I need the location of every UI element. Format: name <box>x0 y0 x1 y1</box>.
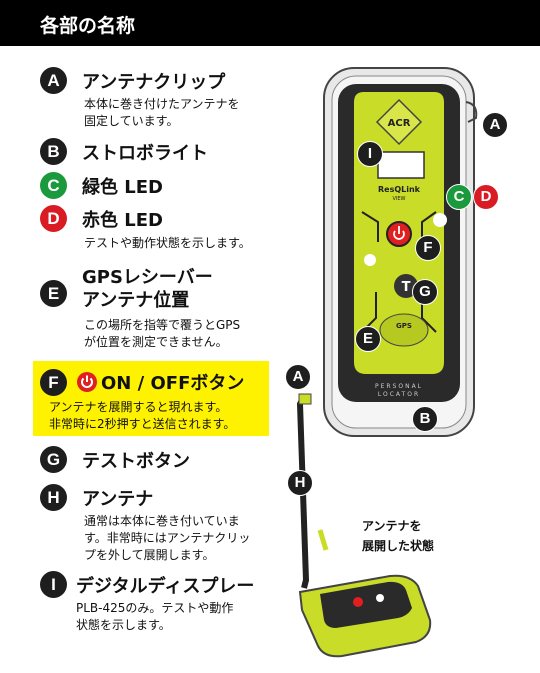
item-a-title: アンテナクリップ <box>82 72 226 93</box>
badge-i: I <box>40 571 67 598</box>
test-button-label: T <box>402 280 411 295</box>
badge-f: F <box>40 369 67 396</box>
item-a-desc: 本体に巻き付けたアンテナを 固定しています。 <box>84 97 240 128</box>
badge-b: B <box>40 138 67 165</box>
power-icon <box>77 372 97 392</box>
device-badge-b: B <box>412 406 438 432</box>
device-badge-f: F <box>415 235 441 261</box>
item-i-title: デジタルディスプレー <box>76 576 255 597</box>
badge-h: H <box>40 484 67 511</box>
item-h-title: アンテナ <box>82 489 154 510</box>
model-label: VIEW <box>393 196 406 202</box>
item-e-title: GPSレシーバー アンテナ位置 <box>82 267 213 311</box>
item-b-title: ストロボライト <box>82 143 208 164</box>
badge-g: G <box>40 446 67 473</box>
badge-c: C <box>40 172 67 199</box>
device-badge-c: C <box>446 184 472 210</box>
item-i-desc: PLB-425のみ。テストや動作 状態を示します。 <box>76 601 234 632</box>
page-title: 各部の名称 <box>40 15 136 37</box>
item-c-title: 緑色 LED <box>82 177 163 198</box>
item-e-desc: この場所を指等で覆うとGPS が位置を測定できません。 <box>84 318 241 349</box>
badge-a: A <box>40 67 67 94</box>
badge-d: D <box>40 205 67 232</box>
device-badge-d: D <box>473 184 499 210</box>
gps-label: GPS <box>396 322 412 330</box>
deployed-caption: アンテナを 展開した状態 <box>362 519 435 553</box>
item-h-desc: 通常は本体に巻き付いていま す。非常時にはアンテナクリッ プを外して展開します。 <box>84 514 251 562</box>
device-badge-a: A <box>482 112 508 138</box>
item-d-desc: テストや動作状態を示します。 <box>84 236 251 250</box>
device-badge-g: G <box>412 279 438 305</box>
highlight-box-f <box>33 361 269 436</box>
device-badge-e: E <box>355 326 381 352</box>
item-f-desc: アンテナを展開すると現れます。 非常時に2秒押すと送信されます。 <box>49 400 236 431</box>
page-header: 各部の名称 <box>0 0 540 46</box>
item-g-title: テストボタン <box>82 451 190 472</box>
device-badge-i: I <box>357 141 383 167</box>
antenna-badge-h: H <box>287 470 313 496</box>
acr-logo: ACR <box>388 118 411 129</box>
badge-e: E <box>40 280 67 307</box>
item-d-title: 赤色 LED <box>82 210 163 231</box>
deployed-antenna-illustration <box>296 393 432 658</box>
side-text-2: LOCATOR <box>378 391 420 398</box>
item-f-title: ON / OFFボタン <box>101 373 245 394</box>
antenna-badge-a: A <box>285 364 311 390</box>
brand-label: ResQLink <box>378 185 421 194</box>
side-text-1: PERSONAL <box>375 383 423 390</box>
